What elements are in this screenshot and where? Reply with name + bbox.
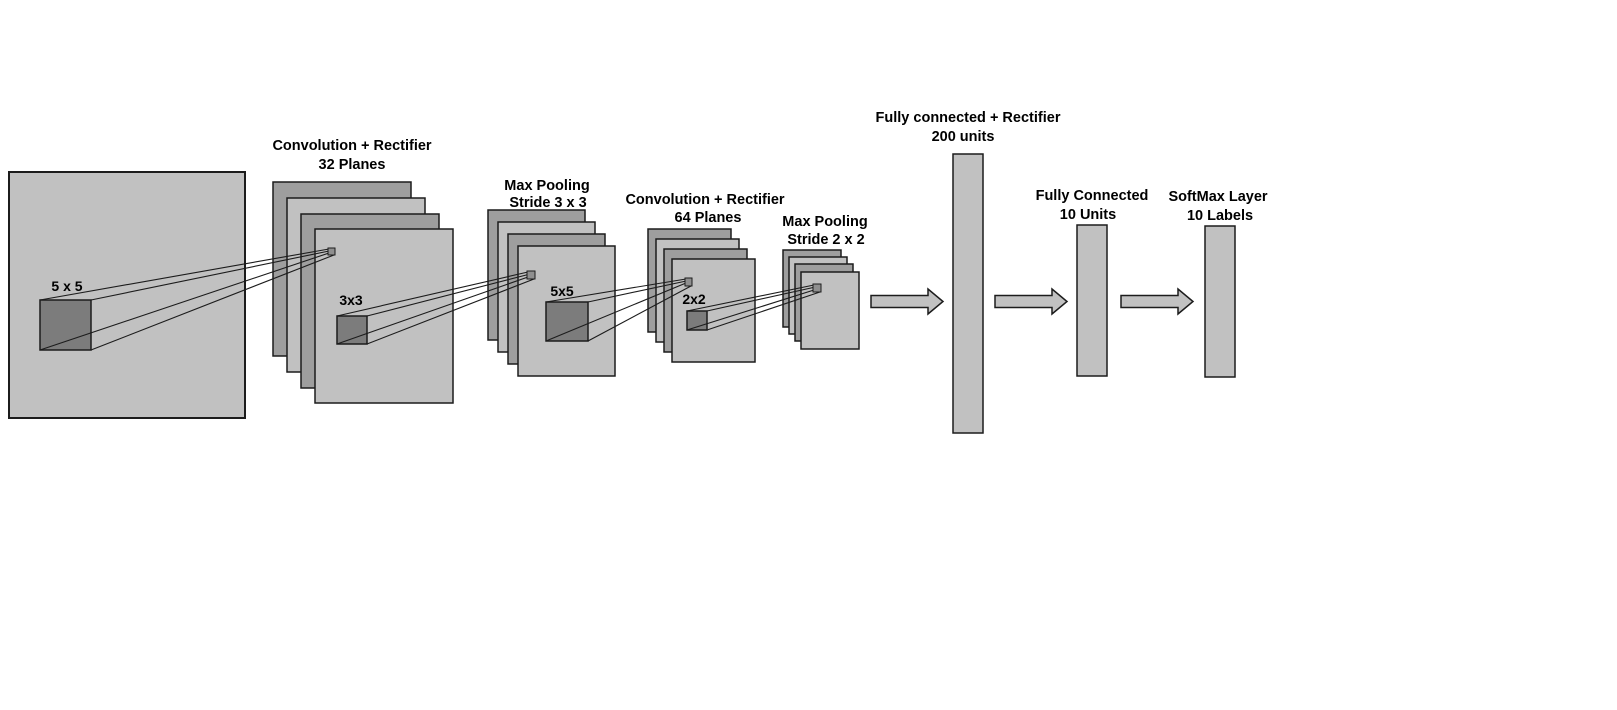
fc2-title-line2: 10 Units	[1060, 207, 1116, 223]
arrow-pool2-to-fc1-icon	[870, 287, 945, 316]
pool2-plane-stack	[782, 249, 860, 350]
arrow-fc2-to-softmax-icon	[1120, 287, 1195, 316]
input-kernel-label: 5 x 5	[51, 278, 82, 294]
conv1-title-line2: 32 Planes	[319, 157, 386, 173]
fan-conv1-to-pool1	[336, 271, 535, 345]
conv1-title-line1: Convolution + Rectifier	[272, 138, 431, 154]
pool1-title-line2: Stride 3 x 3	[509, 195, 586, 211]
fc2-title-line1: Fully Connected	[1036, 188, 1149, 204]
softmax-title-line1: SoftMax Layer	[1168, 189, 1267, 205]
conv2-plane-front	[671, 258, 756, 363]
conv2-title-line1: Convolution + Rectifier	[625, 192, 784, 208]
fc1-200-units-bar	[952, 153, 984, 434]
conv1-plane-front	[314, 228, 454, 404]
fc1-title-line1: Fully connected + Rectifier	[876, 110, 1061, 126]
arrow-fc1-to-fc2-icon	[994, 287, 1069, 316]
softmax-10-labels-bar	[1204, 225, 1236, 378]
fc1-title-line2: 200 units	[932, 129, 995, 145]
pool2-title-line1: Max Pooling	[782, 214, 867, 230]
pool2-plane-front	[800, 271, 860, 350]
input-image-plane	[8, 171, 246, 419]
conv1-kernel-label: 3x3	[339, 292, 363, 308]
input-5x5-kernel	[39, 299, 92, 351]
softmax-title-line2: 10 Labels	[1187, 208, 1253, 224]
conv1-output-pixel	[327, 247, 336, 256]
conv2-output-pixel	[684, 277, 693, 287]
fan-conv2-to-pool2	[686, 284, 821, 331]
fan-input-to-conv1	[39, 248, 335, 351]
pool2-output-pixel	[812, 283, 822, 293]
conv1-plane-stack	[272, 181, 454, 404]
pool1-output-pixel	[526, 270, 536, 280]
fan-pool1-to-conv2	[545, 278, 692, 342]
conv2-title-line2: 64 Planes	[675, 210, 742, 226]
conv1-3x3-kernel	[336, 315, 368, 345]
pool1-title-line1: Max Pooling	[504, 178, 589, 194]
pool1-kernel-label: 5x5	[550, 283, 574, 299]
conv2-kernel-label: 2x2	[682, 291, 706, 307]
pool1-5x5-kernel	[545, 301, 589, 342]
pool2-title-line2: Stride 2 x 2	[787, 232, 864, 248]
fc2-10-units-bar	[1076, 224, 1108, 377]
pool1-plane-stack	[487, 209, 616, 377]
